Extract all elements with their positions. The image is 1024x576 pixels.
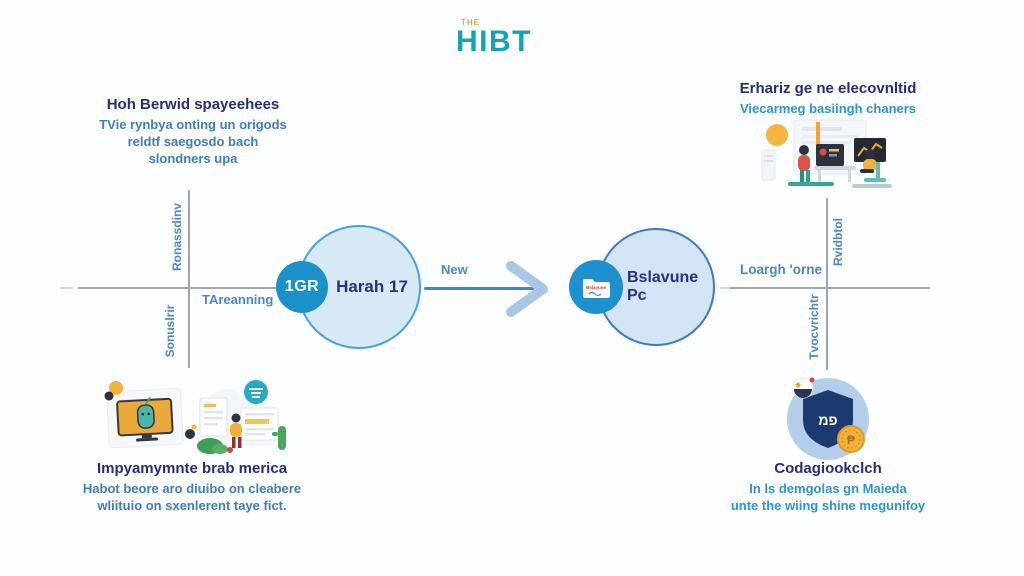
ladder [816,122,820,154]
right-axis-bottom-label: Tvocvrichtr [807,294,821,360]
top-left-line-2: reldtf saegosdo bach [127,134,259,149]
floor-mat [788,182,834,186]
left-node-label: Harah 17 [336,277,408,296]
top-right-subheading: Viecarmeg basiingh chaners [739,101,917,116]
cactus [278,426,286,450]
mascot [136,404,155,429]
axis-dash-left [60,287,73,289]
yellow-dot [109,381,123,395]
bottom-left-heading: Impyamymnte brab merica [96,460,288,477]
right-node-badge: Bslavune [569,260,623,314]
left-axis-top-label: Ronassdinv [170,202,184,272]
bottom-right-line-2: unte the wiing shine megunifoy [730,498,926,513]
sun-icon [766,124,788,146]
left-vertical-axis [188,190,190,368]
arrow-label: New [441,262,468,277]
person-head [231,413,241,423]
right-vertical-axis [826,198,828,370]
team-analytics-illustration [761,119,892,188]
bottom-left-line-1: Habot beore aro diuibo on cleabere [82,481,302,496]
bottom-left-line-2: wliituio on sxenlerent taye fict. [97,498,287,513]
axis-dash-right [720,287,733,289]
left-horizontal-axis [78,287,278,289]
person-sitting-head [865,149,875,159]
content-scene-illustration [104,380,286,454]
bottom-right-heading: Codagiookclch [774,460,882,477]
header-eyebrow: THE [461,18,480,27]
right-node-label: Bslavune Pc [627,269,699,304]
chair [876,162,880,182]
bottom-left-note: Impyamymnte brab merica Habot beore aro … [57,460,327,514]
person-sitting-body [863,159,877,171]
right-quadrant-label: Loargh 'orne [740,262,822,277]
left-quadrant-label: TAreanning [202,292,274,307]
folder-icon: Bslavune [583,279,610,298]
top-left-line-1: TVie rynbya onting un origods [99,117,287,132]
bottom-right-line-1: In ls demgolas gn Maieda [749,481,907,496]
right-axis-top-label: Rvidbtol [831,218,845,266]
left-node-badge: 1GR [276,261,328,313]
side-panel [761,149,776,181]
person-standing-body [798,155,810,171]
top-left-note: Hoh Berwid spayeehees TVie rynbya onting… [58,96,328,167]
flow-arrow-line [424,287,542,290]
top-right-note: Erhariz ge ne elecovnltid Viecarmeg basi… [693,80,963,117]
top-right-heading: Erhariz ge ne elecovnltid [739,80,917,97]
desk [814,166,856,170]
top-left-heading: Hoh Berwid spayeehees [106,96,280,113]
top-left-line-3: slondners upa [148,151,238,166]
left-axis-bottom-label: Sonuslrir [163,304,177,358]
flow-node-right: Bslavune Pc [597,228,715,346]
arrow-head-icon [506,261,548,317]
header: THE HIBT [456,18,576,57]
folder-caption: Bslavune [586,285,607,290]
bottom-right-note: Codagiookclch In ls demgolas gn Maieda u… [693,460,963,514]
person-standing-head [799,145,809,155]
monitor-card [106,387,184,449]
page-title: HIBT [456,25,532,58]
shield-text: פמ [818,412,837,428]
security-illustration: פמ ₱ [787,377,869,460]
coin-symbol: ₱ [847,433,855,447]
person-body [230,423,242,437]
right-horizontal-axis [730,287,930,289]
